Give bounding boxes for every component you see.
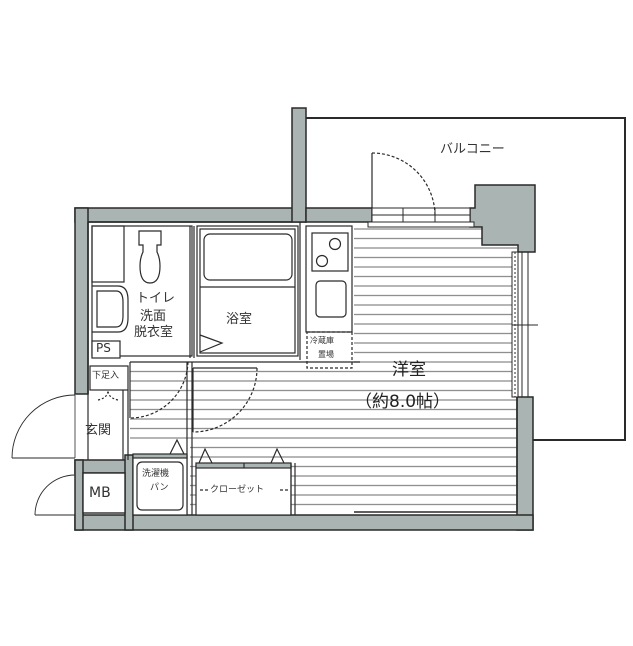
- label-washroom-1: 洗面: [140, 309, 167, 324]
- label-fridge-1: 冷蔵庫: [310, 336, 334, 345]
- kitchen: [299, 222, 353, 369]
- label-shoe-box: 下足入: [92, 371, 120, 381]
- label-washer-pan-1: 洗濯機: [142, 469, 170, 479]
- ps-box: [91, 340, 121, 359]
- closet: [195, 447, 296, 516]
- label-entrance: 玄関: [85, 423, 112, 438]
- label-ps: PS: [96, 341, 111, 355]
- toilet-washroom: [91, 225, 195, 358]
- bathroom: [196, 225, 299, 357]
- balcony-door-frame: [367, 207, 475, 228]
- label-western-room: 洋室: [392, 360, 426, 380]
- label-mb: MB: [89, 485, 111, 501]
- washer-pan: [132, 438, 188, 516]
- label-bathroom: 浴室: [226, 312, 253, 327]
- label-closet: クローゼット: [210, 485, 265, 495]
- balcony-outline: [306, 117, 626, 441]
- balcony-door-swing: [371, 152, 436, 217]
- label-washer-pan-2: パン: [150, 483, 169, 493]
- label-balcony: バルコニー: [440, 142, 505, 157]
- exterior-walls: [74, 107, 536, 531]
- label-toilet: トイレ: [136, 291, 176, 306]
- entrance-area: [11, 365, 129, 516]
- inner-outline: [87, 221, 518, 513]
- right-window: [511, 251, 538, 398]
- label-western-room-size: （約8.0帖）: [355, 392, 451, 412]
- label-fridge-2: 置場: [318, 350, 334, 359]
- label-washroom-2: 脱衣室: [134, 325, 174, 340]
- flooring-western-room: [130, 222, 517, 512]
